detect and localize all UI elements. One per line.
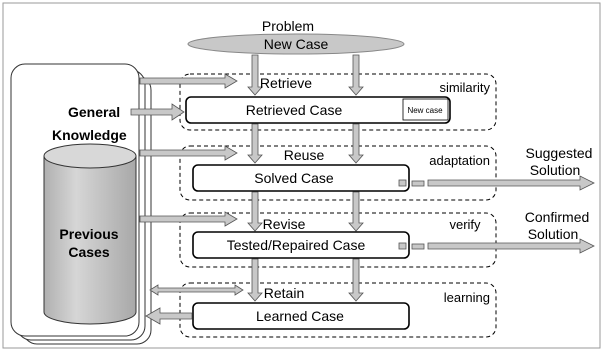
retrieve-label: Retrieve bbox=[260, 75, 312, 91]
reuse-region bbox=[179, 145, 497, 201]
figure-border bbox=[2, 2, 601, 349]
suggested-solution-label: Solution bbox=[530, 162, 581, 178]
case-base-arrows bbox=[130, 73, 244, 325]
tested-repaired-case-box bbox=[192, 231, 410, 259]
previous-cases-cylinder bbox=[43, 143, 137, 325]
reuse-label: Reuse bbox=[284, 147, 325, 163]
solved-case-label: Solved Case bbox=[254, 170, 334, 186]
knowledge-label: Knowledge bbox=[52, 127, 127, 143]
retrieved-case-label: Retrieved Case bbox=[246, 102, 343, 118]
new-case-ellipse bbox=[187, 33, 405, 55]
adaptation-label: adaptation bbox=[429, 153, 490, 168]
tested-output-port bbox=[398, 242, 407, 250]
solved-output-link bbox=[411, 180, 425, 187]
tested-repaired-case-label: Tested/Repaired Case bbox=[227, 237, 366, 253]
verify-label: verify bbox=[449, 217, 481, 232]
suggested-label: Suggested bbox=[526, 145, 593, 161]
previous-label: Previous bbox=[59, 226, 118, 242]
confirmed-label: Confirmed bbox=[525, 209, 590, 225]
learned-case-box bbox=[192, 302, 410, 330]
tested-output-link bbox=[411, 243, 425, 250]
revise-label: Revise bbox=[263, 216, 306, 232]
problem-label: Problem bbox=[262, 18, 314, 34]
similarity-label: similarity bbox=[439, 80, 490, 95]
new-case-tag bbox=[402, 98, 449, 121]
retrieved-case-box bbox=[185, 96, 451, 124]
learning-label: learning bbox=[444, 290, 490, 305]
new-case-label: New Case bbox=[264, 36, 329, 52]
confirmed-solution-label: Solution bbox=[528, 226, 579, 242]
retain-label: Retain bbox=[264, 285, 304, 301]
suggested-solution-arrow bbox=[427, 175, 595, 191]
general-label: General bbox=[68, 104, 120, 120]
learned-case-label: Learned Case bbox=[256, 308, 344, 324]
new-case-tag-label: New case bbox=[407, 106, 443, 115]
retain-region bbox=[179, 282, 497, 338]
confirmed-solution-arrow bbox=[427, 238, 595, 254]
solved-case-box bbox=[192, 164, 410, 192]
retrieve-region bbox=[179, 73, 497, 131]
solved-output-port bbox=[398, 179, 407, 187]
revise-region bbox=[179, 212, 497, 268]
vertical-flow-arrows bbox=[247, 54, 364, 302]
cases-label: Cases bbox=[68, 244, 109, 260]
